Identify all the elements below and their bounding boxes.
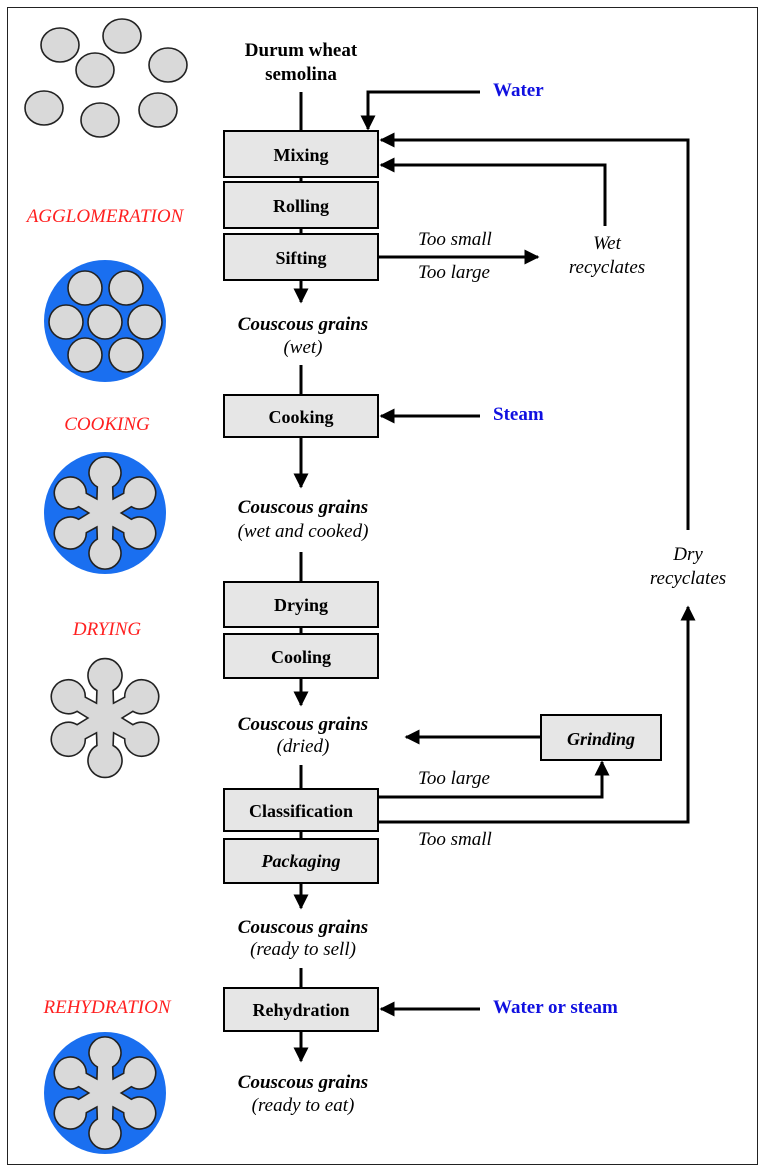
start-label-line1: Durum wheat [245, 40, 358, 61]
step-rolling: Rolling [223, 181, 379, 229]
step-grinding: Grinding [540, 714, 662, 761]
product-state-wet-cooked: (wet and cooked) [238, 521, 369, 542]
step-label: Mixing [273, 145, 328, 165]
step-mixing: Mixing [223, 130, 379, 178]
label-too-large: Too large [418, 262, 490, 283]
input-label-water: Water [493, 80, 544, 101]
agglomerated-grain-illustration [44, 260, 166, 382]
step-label: Grinding [567, 729, 635, 749]
product-label: Couscous grains [238, 314, 368, 335]
input-label-water-or-steam: Water or steam [493, 997, 618, 1018]
label-too-large: Too large [418, 768, 490, 789]
step-cooking: Cooking [223, 394, 379, 438]
diagram-frame [7, 7, 758, 1165]
product-state-dried: (dried) [277, 736, 330, 757]
product-label: Couscous grains [238, 714, 368, 735]
dry-recyclates-line1: Dry [672, 544, 703, 565]
product-state-wet: (wet) [283, 337, 322, 358]
wet-recyclates-line2: recyclates [569, 257, 645, 278]
stage-label-cooking: COOKING [64, 414, 150, 435]
rehydrated-grain-illustration [44, 1032, 166, 1154]
step-label: Drying [274, 595, 328, 615]
semolina-particles [24, 18, 188, 138]
step-label: Packaging [261, 851, 341, 871]
wet-recyclates-line1: Wet [593, 233, 622, 254]
dry-recyclates-return-arrow [379, 132, 690, 530]
input-label-steam: Steam [493, 404, 544, 425]
start-label-line2: semolina [265, 64, 337, 85]
too-large-to-grinding-arrow [378, 760, 610, 799]
step-label: Cooking [268, 407, 333, 427]
product-label: Couscous grains [238, 497, 368, 518]
dry-recyclates-line2: recyclates [650, 568, 726, 589]
step-drying: Drying [223, 581, 379, 628]
product-state-ready-to-sell: (ready to sell) [250, 939, 356, 960]
step-packaging: Packaging [223, 838, 379, 884]
step-label: Sifting [275, 248, 326, 268]
stage-label-drying: DRYING [72, 619, 142, 640]
step-cooling: Cooling [223, 633, 379, 679]
step-label: Cooling [271, 647, 331, 667]
label-too-small: Too small [418, 829, 492, 850]
dried-grain-illustration [50, 657, 160, 779]
stage-label-rehydration: REHYDRATION [42, 997, 171, 1018]
step-sifting: Sifting [223, 233, 379, 281]
stage-label-agglomeration: AGGLOMERATION [25, 206, 185, 227]
product-state-ready-to-eat: (ready to eat) [252, 1095, 355, 1116]
water-input-arrow [360, 90, 480, 131]
step-label: Classification [249, 801, 353, 821]
too-small-to-dry-recyclates-arrow [378, 605, 696, 824]
product-label: Couscous grains [238, 917, 368, 938]
label-too-small: Too small [418, 229, 492, 250]
step-classification: Classification [223, 788, 379, 832]
step-label: Rolling [273, 196, 329, 216]
wet-recyclates-return-arrow [379, 157, 607, 226]
step-label: Rehydration [252, 1000, 349, 1020]
cooked-grain-illustration [44, 452, 166, 574]
product-label: Couscous grains [238, 1072, 368, 1093]
step-rehydration: Rehydration [223, 987, 379, 1032]
